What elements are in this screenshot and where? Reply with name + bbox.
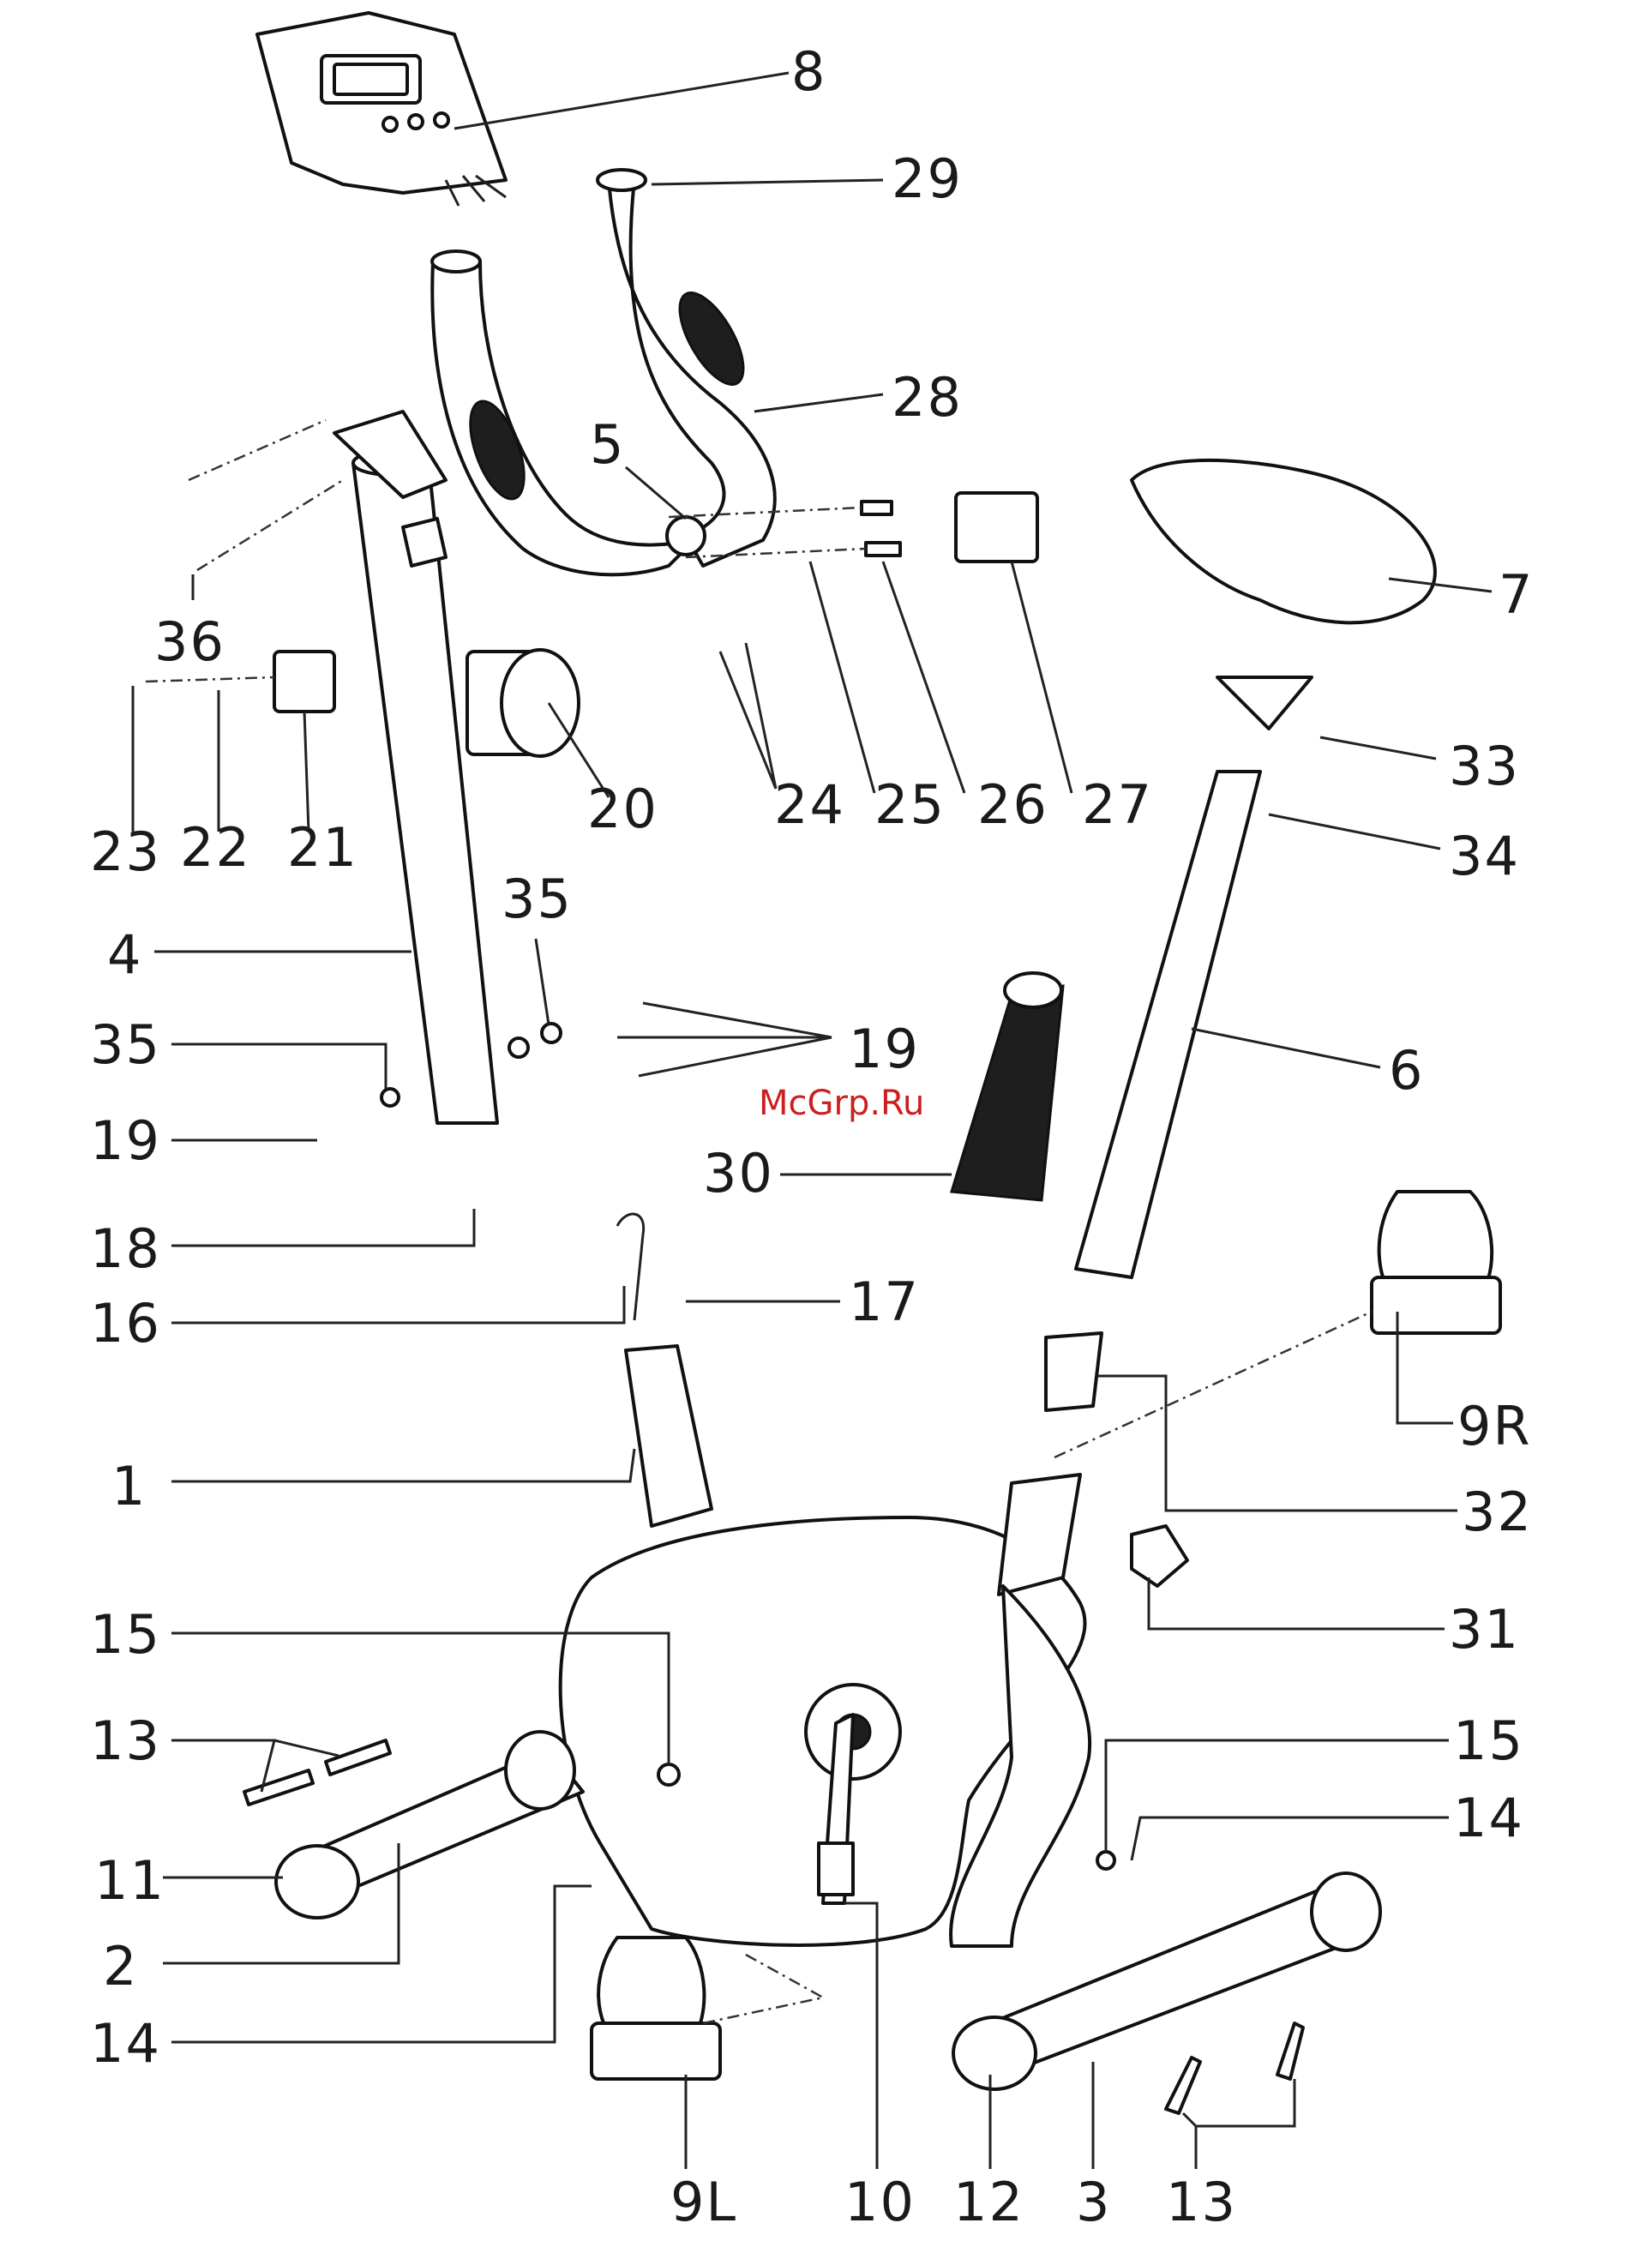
washer-part (381, 1089, 399, 1106)
bolt-part (866, 543, 900, 556)
callout-label-10: 10 (844, 2171, 916, 2233)
bolt-part (862, 502, 892, 514)
callout-label-14b: 14 (90, 2012, 161, 2075)
callout-label-13a: 13 (90, 1709, 161, 1772)
mount-plate-part (334, 412, 446, 497)
callout-label-30: 30 (703, 1142, 774, 1205)
callout-label-22: 22 (180, 816, 251, 879)
watermark-text: McGrp.Ru (759, 1084, 924, 1123)
fastener-part (403, 519, 446, 566)
adjust-knob-part (1132, 1526, 1187, 1586)
callout-label-17: 17 (849, 1271, 920, 1333)
seat-part (1132, 460, 1435, 729)
callout-label-13b: 13 (1166, 2171, 1237, 2233)
tension-knob-part (467, 650, 579, 756)
callout-label-29: 29 (892, 147, 963, 210)
callout-label-6: 6 (1389, 1039, 1424, 1102)
callout-label-14a: 14 (1453, 1787, 1524, 1849)
assembly-line (197, 480, 343, 570)
bolt-part (244, 1770, 313, 1805)
frame-post-part (626, 1346, 712, 1526)
left-pedal-part (592, 1938, 720, 2079)
bushing-part (1046, 1333, 1102, 1410)
callout-label-19b: 19 (90, 1109, 161, 1172)
callout-label-11: 11 (94, 1849, 165, 1912)
callout-label-32: 32 (1462, 1481, 1533, 1543)
callout-label-34: 34 (1449, 825, 1520, 887)
foam-grip-part (952, 973, 1063, 1200)
callout-label-9L: 9L (670, 2171, 737, 2233)
callout-label-28: 28 (892, 366, 963, 429)
assembly-line (189, 420, 326, 480)
callout-label-19a: 19 (849, 1018, 920, 1080)
bracket-part (274, 652, 334, 712)
callout-label-33: 33 (1449, 735, 1520, 797)
callout-label-1: 1 (111, 1455, 147, 1517)
front-stabilizer-part (276, 1732, 583, 1918)
clamp-block-part (956, 493, 1037, 562)
callout-label-24: 24 (774, 773, 845, 836)
console-part (257, 13, 506, 206)
assembly-line (146, 677, 274, 682)
callout-label-36: 36 (154, 610, 225, 673)
callout-label-20: 20 (587, 778, 658, 840)
callout-label-25: 25 (874, 773, 946, 836)
callout-label-2: 2 (103, 1935, 138, 1998)
callout-label-26: 26 (977, 773, 1048, 836)
assembly-line (703, 1955, 823, 2023)
callout-label-27: 27 (1082, 773, 1153, 836)
callout-label-5: 5 (590, 413, 625, 476)
bolt-part (1277, 2023, 1303, 2079)
bolt-part (326, 1740, 390, 1775)
callout-label-21: 21 (287, 816, 358, 879)
callout-label-12: 12 (953, 2171, 1024, 2233)
right-pedal-part (1372, 1192, 1500, 1333)
callout-label-15b: 15 (1453, 1709, 1524, 1772)
washer-part (509, 1038, 528, 1057)
callout-label-3: 3 (1076, 2171, 1111, 2233)
callout-label-23: 23 (90, 820, 161, 883)
callout-label-7: 7 (1499, 563, 1534, 626)
seat-post-part (1076, 772, 1260, 1277)
callout-label-15a: 15 (90, 1603, 161, 1666)
bolt-part (1166, 2058, 1200, 2113)
washer-part (1097, 1852, 1114, 1869)
callout-label-35b: 35 (90, 1013, 161, 1076)
sensor-cable-part (617, 1214, 644, 1320)
callout-label-9R: 9R (1457, 1395, 1532, 1457)
callout-label-8: 8 (791, 40, 826, 103)
callout-label-35a: 35 (502, 868, 573, 930)
washer-part (658, 1764, 679, 1785)
callout-label-16: 16 (90, 1292, 161, 1355)
callout-label-18: 18 (90, 1217, 161, 1280)
crank-block-part (819, 1843, 853, 1895)
callout-label-4: 4 (107, 923, 142, 986)
washer-part (542, 1024, 561, 1042)
callout-label-31: 31 (1449, 1598, 1520, 1661)
